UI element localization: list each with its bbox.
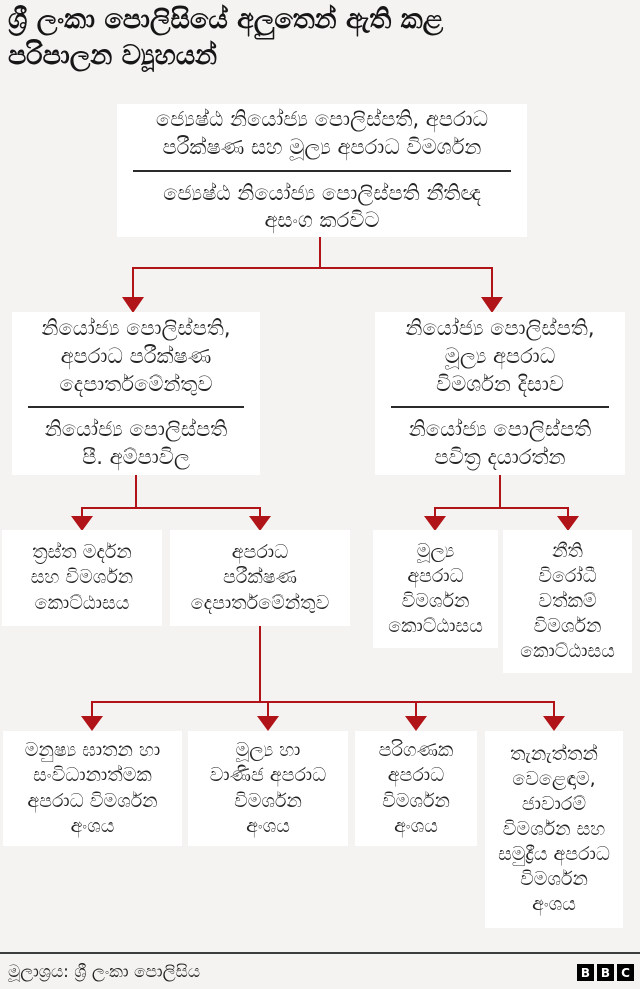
bbc-logo-block: B — [577, 964, 594, 981]
node-dig-fcid: නියෝජ්‍ය පොලිස්පති, මූල්‍ය අපරාධ විමර්ශන… — [375, 312, 625, 475]
arrowhead — [557, 516, 579, 531]
node-unit-label: නීති විරෝධී වත්කම් විමර්ශන කොට්ඨාසය — [520, 539, 615, 663]
arrowhead — [249, 516, 271, 531]
arrowhead — [71, 516, 93, 531]
node-illegal-assets-division: නීති විරෝධී වත්කම් විමර්ශන කොට්ඨාසය — [503, 530, 632, 673]
arrowhead — [81, 716, 103, 731]
node-unit-label: අපරාධ පරීක්ෂණ දෙපාර්තමේන්තුව — [190, 541, 330, 614]
node-divider — [28, 406, 244, 409]
node-unit-label: මූල්‍ය හා වාණිජ අපරාධ විමර්ශන අංශය — [209, 739, 327, 837]
node-officer-label: ජ්‍යෙෂ්ඨ නියෝජ්‍ය පොලිස්පති නීතිඥ අසංග ක… — [163, 180, 481, 233]
node-dig-cid: නියෝජ්‍ය පොලිස්පති, අපරාධ පරීක්ෂණ දෙපාර්… — [12, 312, 260, 475]
node-homicide-organized-crime-unit: මනුෂ්‍ය ඝාතන හා සංවිධානාත්මක අපරාධ විමර්… — [3, 731, 182, 846]
node-divider — [391, 406, 609, 409]
source-credit: මූලාශ්‍රය: ශ්‍රී ලංකා පොලිසිය — [8, 962, 201, 982]
node-financial-commercial-crime-unit: මූල්‍ය හා වාණිජ අපරාධ විමර්ශන අංශය — [188, 731, 348, 846]
node-financial-crime-division: මූල්‍ය අපරාධ විමර්ශන කොට්ඨාසය — [373, 530, 498, 648]
node-unit-label: මූල්‍ය අපරාධ විමර්ශන කොට්ඨාසය — [388, 539, 483, 638]
arrowhead — [543, 716, 565, 731]
node-divider — [133, 169, 511, 172]
bbc-logo-block: C — [617, 964, 634, 981]
node-officer-label: නියෝජ්‍ය පොලිස්පති පවිත්‍ර දයාරත්න — [408, 417, 592, 470]
node-unit-label: නියෝජ්‍ය පොලිස්පති, අපරාධ පරීක්ෂණ දෙපාර්… — [41, 316, 231, 396]
arrowhead — [424, 516, 446, 531]
arrowhead — [405, 716, 427, 731]
arrowhead — [481, 297, 503, 313]
node-unit-label: නියෝජ්‍ය පොලිස්පති, මූල්‍ය අපරාධ විමර්ශන… — [405, 316, 595, 396]
node-unit-label: තැනැත්තන් වෙළෙඳාම, ජාවාරම් විමර්ශන සහ සම… — [498, 742, 610, 916]
node-senior-dig: ජ්‍යෙෂ්ඨ නියෝජ්‍ය පොලිස්පති, අපරාධ පරීක්… — [117, 104, 527, 237]
node-unit-label: මනුෂ්‍ය ඝාතන හා සංවිධානාත්මක අපරාධ විමර්… — [24, 739, 161, 837]
node-unit-label: ජ්‍යෙෂ්ඨ නියෝජ්‍ය පොලිස්පති, අපරාධ පරීක්… — [155, 107, 489, 159]
node-unit-label: පරිගණක අපරාධ විමර්ශන අංශය — [378, 739, 454, 837]
node-counter-terrorism-division: ත්‍රස්ත මර්දන සහ විමර්ශන කොට්ඨාසය — [2, 530, 162, 626]
node-computer-crime-unit: පරිගණක අපරාධ විමර්ශන අංශය — [355, 731, 477, 846]
arrowhead — [122, 297, 144, 313]
arrowhead — [257, 716, 279, 731]
bbc-logo: B B C — [577, 964, 634, 981]
node-trafficking-maritime-crime-unit: තැනැත්තන් වෙළෙඳාම, ජාවාරම් විමර්ශන සහ සම… — [485, 731, 623, 928]
bbc-logo-block: B — [597, 964, 614, 981]
page-title: ශ්‍රී ලංකා පොලිසියේ අලුතෙන් ඇති කළ පරිපා… — [8, 4, 444, 71]
node-officer-label: නියෝජ්‍ය පොලිස්පති පී. අම්පාවිල — [44, 417, 228, 470]
node-cid-department: අපරාධ පරීක්ෂණ දෙපාර්තමේන්තුව — [170, 530, 350, 626]
footer-divider — [0, 952, 640, 954]
node-unit-label: ත්‍රස්ත මර්දන සහ විමර්ශන කොට්ඨාසය — [30, 541, 134, 614]
